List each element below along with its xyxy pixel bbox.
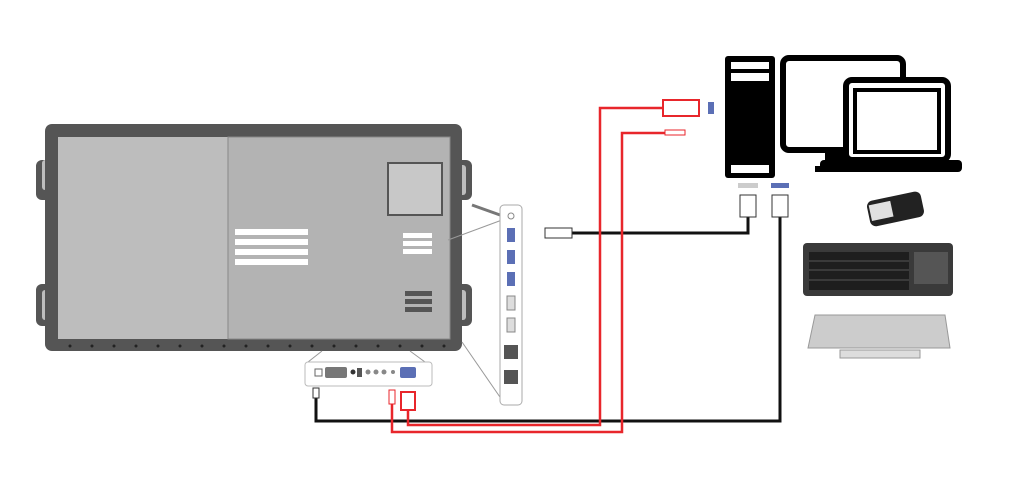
usb-b-port xyxy=(314,368,323,377)
vent-grille-left xyxy=(235,229,308,265)
usb-cable-bottom xyxy=(314,215,782,423)
side-io-panel xyxy=(499,204,523,406)
pc-tower-icon xyxy=(725,56,775,178)
usb-touch-cable-plug xyxy=(544,183,758,239)
tablet-base-icon xyxy=(807,314,951,359)
wireless-keyboard-icon xyxy=(803,243,953,296)
interactive-display xyxy=(36,124,472,351)
vent-grille-right xyxy=(403,233,432,254)
usb-dongle-icon xyxy=(867,191,924,227)
usb-touch-cable xyxy=(572,215,750,235)
audio-cable xyxy=(390,131,665,434)
laptop-icon xyxy=(820,77,962,172)
vga-cable xyxy=(406,106,665,427)
rs232-port xyxy=(325,367,347,378)
vga-port xyxy=(400,367,416,378)
bottom-io-panel xyxy=(304,361,433,387)
vesa-mount xyxy=(387,162,443,216)
usb-port-blue xyxy=(771,183,789,188)
speaker-grille xyxy=(405,291,432,312)
